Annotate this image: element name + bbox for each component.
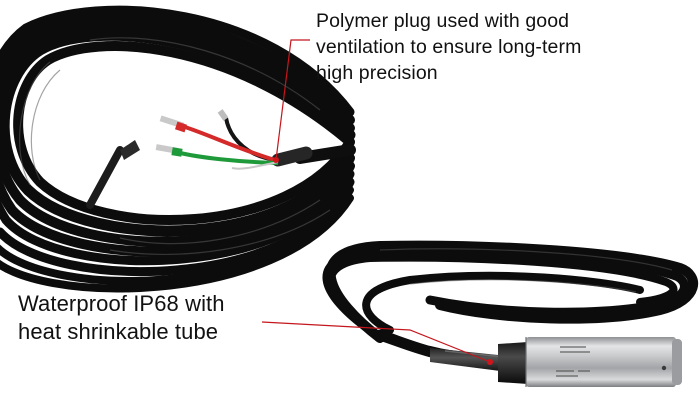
coiled-cable-photo — [0, 5, 356, 293]
callout-line: heat shrinkable tube — [18, 319, 219, 344]
sensor-probe-photo — [322, 240, 699, 387]
callout-line: Polymer plug used with good — [316, 10, 570, 32]
callout-line: high precision — [316, 62, 438, 84]
callout-line: Waterproof IP68 with — [18, 291, 225, 316]
callout-waterproof: Waterproof IP68 with heat shrinkable tub… — [18, 290, 318, 346]
callout-leader-bottom — [261, 321, 491, 363]
callout-polymer-plug: Polymer plug used with good ventilation … — [316, 8, 696, 86]
callout-leader-top — [275, 39, 310, 161]
callout-line: ventilation to ensure long-term — [316, 36, 582, 58]
